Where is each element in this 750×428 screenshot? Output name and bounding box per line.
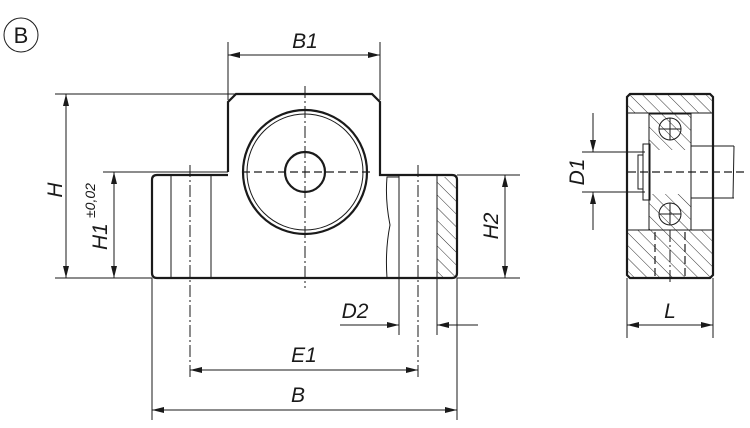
dim-d1-label: D1	[566, 159, 589, 186]
dim-h1-label: H1	[89, 223, 112, 250]
dim-h-label: H	[44, 182, 67, 198]
dim-h2-label: H2	[480, 212, 503, 239]
dim-e1-label: E1	[291, 344, 317, 367]
side-dimension-lines	[582, 113, 714, 338]
view-label: B	[14, 23, 29, 48]
dimension-lines	[55, 42, 520, 420]
dim-b1-label: B1	[292, 30, 318, 53]
side-view	[625, 92, 748, 285]
view-label-badge: B	[3, 17, 39, 53]
front-view	[150, 86, 459, 380]
dim-h1-tolerance: ±0,02	[82, 183, 98, 218]
dim-l-label: L	[664, 300, 676, 323]
dim-d2-label: D2	[342, 300, 369, 323]
dim-b-label: B	[291, 384, 305, 407]
